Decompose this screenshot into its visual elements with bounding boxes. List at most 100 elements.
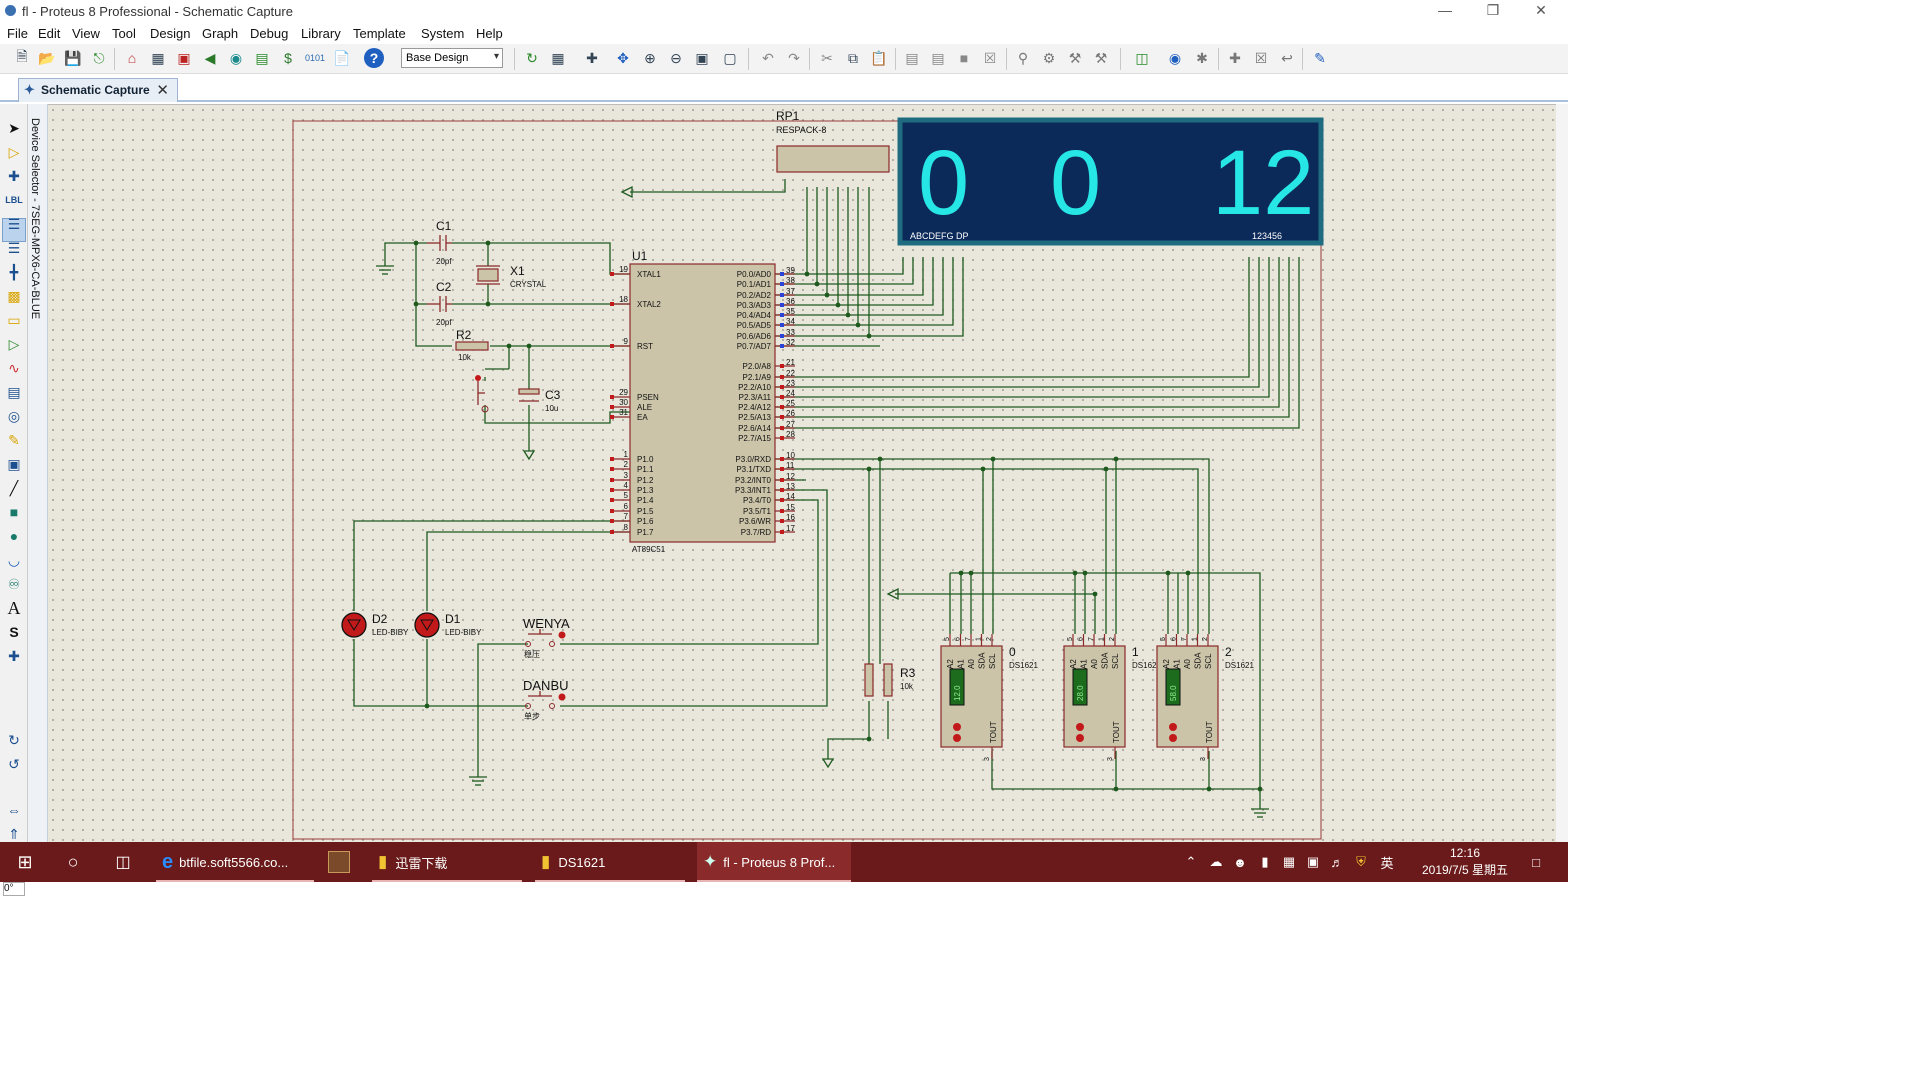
u1-pin-end-left[interactable]: [610, 488, 614, 492]
sensor-ds1621-2[interactable]: 58.0 2 DS1621: [1156, 645, 1254, 748]
select-mode-icon[interactable]: ➤: [8, 119, 20, 136]
open-folder-icon[interactable]: 📂: [38, 49, 56, 66]
minimize-button[interactable]: —: [1438, 2, 1452, 18]
u1-pin-end-right[interactable]: [780, 519, 784, 523]
text-tool-icon[interactable]: A: [7, 597, 21, 618]
grid-icon[interactable]: ▦: [551, 49, 565, 66]
zoom-out-icon[interactable]: ⊖: [670, 49, 682, 66]
volume-icon[interactable]: ♬: [1330, 854, 1344, 870]
sensor-ds1621-1[interactable]: 28.0 1 DS1621: [1063, 645, 1161, 748]
menu-debug[interactable]: Debug: [250, 26, 289, 41]
u1-pin-end-right[interactable]: [780, 405, 784, 409]
exit-to-parent-icon[interactable]: ↩: [1281, 49, 1293, 66]
task-view-icon[interactable]: ◫: [115, 854, 131, 871]
undo-icon[interactable]: ↶: [762, 49, 774, 66]
taskbar-item-ds1621[interactable]: ▮ DS1621: [535, 842, 685, 882]
u1-pin-end-right[interactable]: [780, 293, 784, 297]
mirror-y-icon[interactable]: ⇑: [8, 825, 20, 842]
line-tool-icon[interactable]: ╱: [9, 479, 19, 496]
junction-mode-icon[interactable]: ✚: [8, 167, 20, 184]
taskbar-item-browser[interactable]: e btfile.soft5566.co...: [156, 842, 314, 882]
decompose-icon[interactable]: ⚒: [1094, 49, 1108, 66]
device-selector-pane[interactable]: Device Selector - 7SEG-MPX6-CA-BLUE: [28, 104, 48, 842]
menu-help[interactable]: Help: [476, 26, 503, 41]
pin-mode-icon[interactable]: ▭: [7, 311, 21, 328]
crystal-x1[interactable]: [476, 265, 500, 285]
help-icon[interactable]: ?: [364, 48, 384, 68]
u1-pin-end-right[interactable]: [780, 282, 784, 286]
rotation-angle-field[interactable]: 0°: [3, 882, 25, 896]
bom-icon[interactable]: ▤: [255, 49, 269, 66]
u1-pin-end-right[interactable]: [780, 344, 784, 348]
probe-mode-icon[interactable]: ◎: [7, 407, 21, 424]
chevron-up-icon[interactable]: ⌃: [1185, 854, 1197, 869]
respack-rp1[interactable]: RP1 RESPACK-8: [776, 109, 890, 173]
remove-sheet-icon[interactable]: ☒: [1254, 49, 1268, 66]
sensor-ds1621-0[interactable]: 12.0 0 DS1621: [940, 645, 1038, 748]
block-rotate-icon[interactable]: ■: [959, 50, 969, 66]
block-delete-icon[interactable]: ☒: [983, 49, 997, 66]
zoom-area-icon[interactable]: ▢: [723, 49, 737, 66]
u1-pin-end-right[interactable]: [780, 303, 784, 307]
menu-graph[interactable]: Graph: [202, 26, 239, 41]
close-button[interactable]: ✕: [1535, 2, 1547, 18]
windows-start-icon[interactable]: ⊞: [17, 851, 33, 872]
new-file-icon[interactable]: 🗎: [16, 48, 28, 64]
rotate-ccw-icon[interactable]: ↺: [8, 755, 20, 772]
taskbar-item-proteus[interactable]: ✦ fl - Proteus 8 Prof...: [697, 842, 851, 882]
u1-pin-end-left[interactable]: [610, 344, 614, 348]
menu-template[interactable]: Template: [353, 26, 406, 41]
u1-pin-end-left[interactable]: [610, 530, 614, 534]
pen-icon[interactable]: ✎: [8, 431, 20, 448]
marker-tool-icon[interactable]: ✚: [8, 647, 20, 664]
menu-system[interactable]: System: [421, 26, 465, 41]
u1-pin-end-right[interactable]: [780, 323, 784, 327]
text-script-mode-icon[interactable]: ☰: [7, 215, 21, 232]
u1-pin-end-right[interactable]: [780, 498, 784, 502]
button-danbu[interactable]: [525, 691, 566, 709]
redo-icon[interactable]: ↷: [788, 49, 800, 66]
resistor-r3[interactable]: [864, 663, 893, 697]
import-icon[interactable]: ⎋: [93, 49, 105, 66]
cloud-icon[interactable]: ☁: [1209, 854, 1223, 869]
u1-pin-end-left[interactable]: [610, 457, 614, 461]
pcb-icon[interactable]: ▣: [177, 49, 191, 66]
security-shield-icon[interactable]: ⛨: [1356, 854, 1366, 869]
origin-icon[interactable]: ✚: [586, 49, 598, 66]
pan-icon[interactable]: ✥: [617, 49, 629, 66]
u1-pin-end-right[interactable]: [780, 272, 784, 276]
u1-pin-end-right[interactable]: [780, 313, 784, 317]
wire-label-mode-icon[interactable]: LBL: [5, 195, 23, 205]
tab-schematic-capture[interactable]: ✦ Schematic Capture ✕: [18, 78, 178, 102]
u1-pin-end-right[interactable]: [780, 426, 784, 430]
ime-indicator[interactable]: 英: [1380, 855, 1394, 871]
seven-segment-display[interactable]: 0 0 12 ABCDEFG DP 123456: [897, 117, 1324, 246]
u1-pin-end-left[interactable]: [610, 467, 614, 471]
arc-tool-icon[interactable]: ◡: [7, 551, 21, 568]
pick-device-icon[interactable]: ⚲: [1017, 49, 1029, 66]
close-tab-icon[interactable]: ✕: [156, 82, 169, 99]
u1-pin-end-right[interactable]: [780, 375, 784, 379]
design-select[interactable]: Base Design ▾: [401, 48, 503, 68]
make-device-icon[interactable]: ⚙: [1042, 49, 1056, 66]
circle-tool-icon[interactable]: ●: [9, 528, 19, 544]
taskbar-item-xunlei[interactable]: ▮ 迅雷下载: [372, 842, 522, 882]
instrument-icon[interactable]: ▣: [7, 455, 21, 472]
cost-icon[interactable]: $: [284, 50, 292, 66]
paste-icon[interactable]: 📋: [870, 49, 888, 66]
resistor-r2[interactable]: [455, 341, 489, 351]
u1-pin-end-right[interactable]: [780, 530, 784, 534]
3d-view-icon[interactable]: ◀: [204, 49, 216, 66]
u1-pin-end-left[interactable]: [610, 519, 614, 523]
netlist-report-icon[interactable]: ✎: [1314, 49, 1326, 66]
u1-pin-end-right[interactable]: [780, 467, 784, 471]
menu-tool[interactable]: Tool: [112, 26, 136, 41]
package-tool-icon[interactable]: ⚒: [1068, 49, 1082, 66]
zoom-all-icon[interactable]: ▣: [695, 49, 709, 66]
u1-pin-end-right[interactable]: [780, 478, 784, 482]
u1-pin-end-right[interactable]: [780, 488, 784, 492]
battery-icon[interactable]: ▮: [1261, 854, 1269, 869]
new-sheet-icon[interactable]: ✚: [1229, 49, 1241, 66]
cut-icon[interactable]: ✂: [821, 49, 833, 66]
microcontroller-u1[interactable]: U1 AT89C51 19XTAL118XTAL29RST29PSEN30ALE…: [610, 249, 795, 554]
